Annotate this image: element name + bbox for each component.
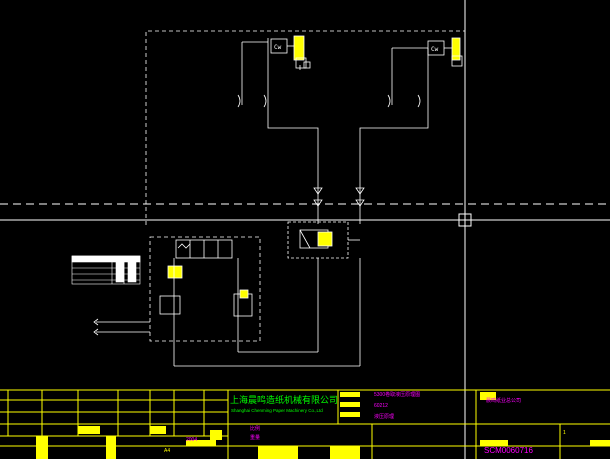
company-name-cn: 上海晨鸣造纸机械有限公司 <box>230 395 339 405</box>
drawing-name: 5300卷取液压原理图 <box>374 392 421 398</box>
power-unit-frame <box>149 236 261 342</box>
left-upper-cylinder: Cw <box>270 35 311 69</box>
svg-text:Cw: Cw <box>431 46 439 53</box>
sheet-number: 1 <box>563 430 566 436</box>
sheet-size: A4 <box>164 448 171 454</box>
drawing-code: SCM0060716 <box>484 446 533 455</box>
svg-text:Cw: Cw <box>274 44 282 51</box>
weight-label: 重量 <box>250 435 261 441</box>
title-block-fills <box>36 392 610 459</box>
legend-table <box>71 255 141 285</box>
drawing-line-no: 60212 <box>374 403 388 409</box>
sheet-type: 液压原理 <box>374 414 395 420</box>
quick-couplings <box>237 94 421 207</box>
middle-valve-block <box>287 221 361 366</box>
title-block <box>0 389 610 459</box>
pressure-tank-lines <box>93 318 150 336</box>
company-name-en: Shanghai Chenming Paper Machinery Co.,Lt… <box>231 408 323 413</box>
power-unit-components <box>130 219 360 367</box>
actuator-frame <box>145 30 465 225</box>
scale-label: 比例 <box>250 426 261 432</box>
upper-piping <box>241 38 429 224</box>
drawing-date: 2004 <box>186 437 198 443</box>
client-name: 晨鸣纸业总公司 <box>486 398 522 404</box>
right-upper-cylinder: Cw <box>427 37 463 67</box>
